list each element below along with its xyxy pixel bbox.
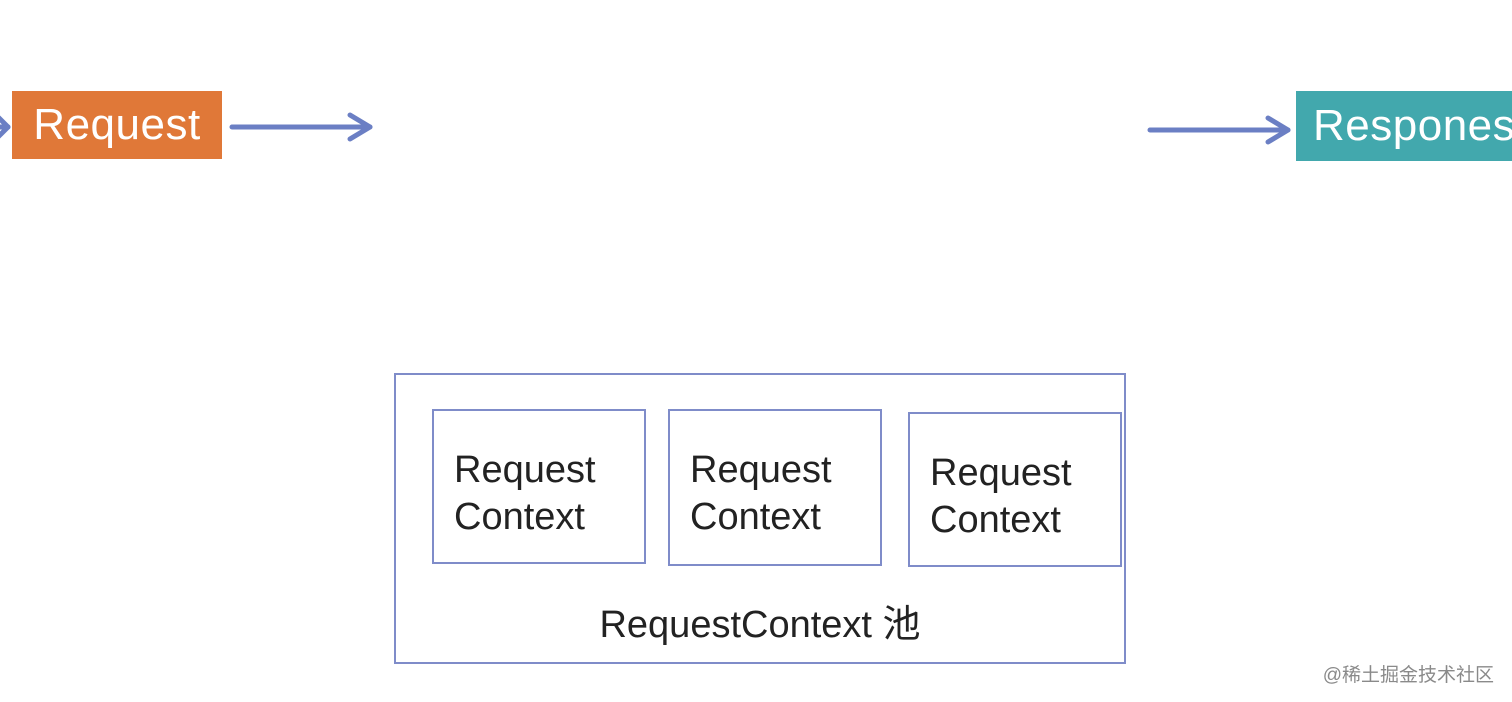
watermark: @稀土掘金技术社区 [1322,665,1494,686]
request-context-box: Request Context [908,412,1122,567]
context-box-line2: Context [930,499,1061,541]
context-box-line1: Request [930,452,1072,494]
pool-label: RequestContext 池 [599,604,921,646]
context-box-line1: Request [454,449,596,491]
context-box-line2: Context [454,496,585,538]
incoming-arrow [0,115,11,139]
response-node-label: Respones [1313,101,1512,150]
request-context-box: Request Context [668,409,882,566]
request-context-pool: Request Context Request Context Request … [394,373,1126,664]
response-node: Respones [1296,91,1512,161]
request-node-label: Request [33,100,201,149]
context-box-line1: Request [690,449,832,491]
request-out-arrow [229,112,373,142]
response-in-arrow [1147,115,1291,145]
request-context-box: Request Context [432,409,646,564]
request-node: Request [12,91,222,159]
context-box-line2: Context [690,496,821,538]
